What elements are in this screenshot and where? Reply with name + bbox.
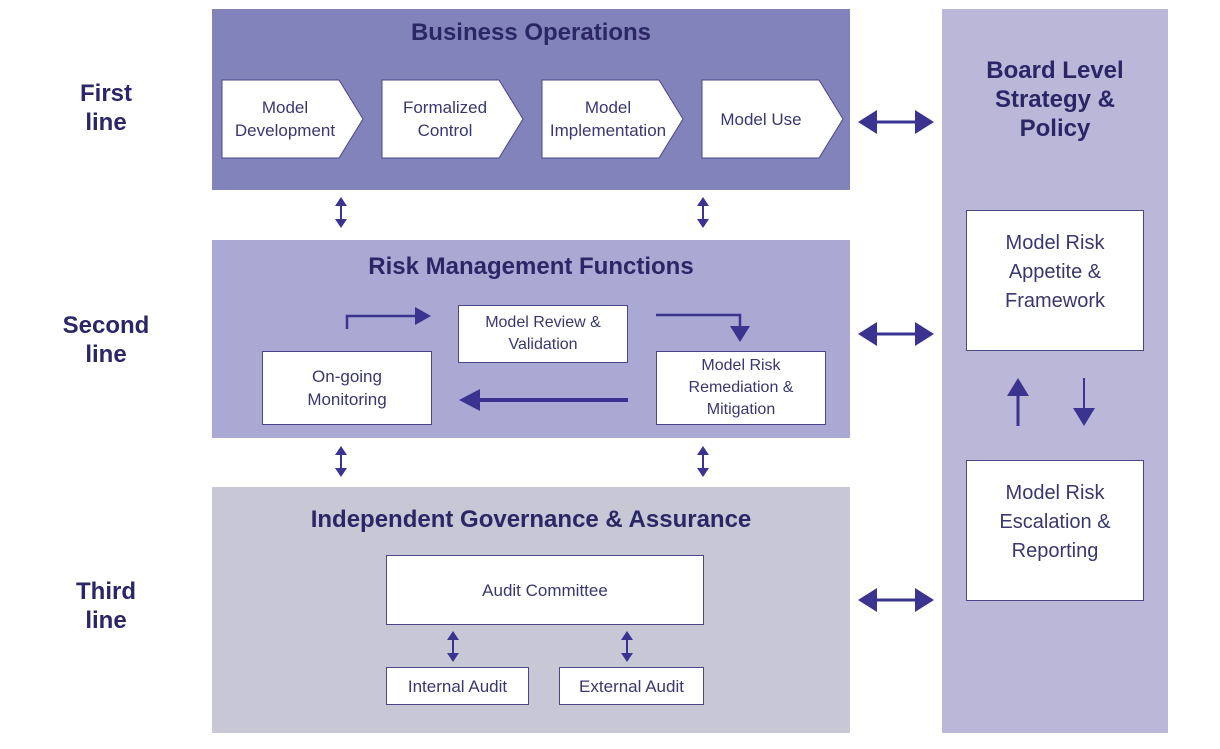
second-line-text: Second line [62,312,150,368]
updown-arrow-icon [621,631,633,662]
updown-arrow-icon [697,197,709,228]
chevron-shape [381,79,524,159]
cycle-arrow-right-icon [345,307,431,329]
leftright-arrow-icon [858,588,934,612]
model-review-label: Model Review & Validation [485,314,601,353]
cycle-arrow-down-icon [656,313,750,342]
monitoring-label: On-going Monitoring [307,367,387,409]
leftright-arrow-icon [858,110,934,134]
risk-management-panel: Risk Management Functions Model Review &… [212,240,850,438]
step-label: Formalized Control [402,98,488,140]
risk-management-title: Risk Management Functions [368,253,694,280]
risk-escalation-label: Model Risk Escalation & Reporting [999,482,1111,562]
audit-committee-label: Audit Committee [482,580,608,600]
business-operations-title: Business Operations [410,19,652,46]
governance-title: Independent Governance & Assurance [310,506,752,533]
remediation-box[interactable]: Model Risk Remediation & Mitigation [656,351,826,425]
governance-panel: Independent Governance & Assurance Audit… [212,487,850,733]
internal-audit-box[interactable]: Internal Audit [386,667,529,705]
chevron-shape [701,79,844,159]
model-review-box[interactable]: Model Review & Validation [458,305,628,363]
business-operations-panel: Business Operations Model Development Fo… [212,9,850,190]
up-arrow-icon [1007,378,1029,426]
board-panel: Board Level Strategy & Policy Model Risk… [942,9,1168,733]
board-title: Board Level Strategy & Policy [986,57,1124,142]
down-arrow-icon [1073,378,1095,426]
step-label: Model Implementation [549,98,667,140]
remediation-label: Model Risk Remediation & Mitigation [688,357,794,418]
external-audit-label: External Audit [579,676,684,696]
step-label: Model Use [720,109,802,129]
risk-escalation-box[interactable]: Model Risk Escalation & Reporting [966,460,1144,601]
monitoring-box[interactable]: On-going Monitoring [262,351,432,425]
updown-arrow-icon [447,631,459,662]
risk-appetite-box[interactable]: Model Risk Appetite & Framework [966,210,1144,351]
internal-audit-label: Internal Audit [407,676,508,696]
third-line-text: Third line [76,578,136,634]
updown-arrow-icon [697,446,709,477]
step-formalized-control[interactable]: Formalized Control [381,79,524,159]
step-model-implementation[interactable]: Model Implementation [541,79,684,159]
risk-appetite-label: Model Risk Appetite & Framework [1004,232,1105,312]
first-line-label: First line [36,79,176,137]
leftright-arrow-icon [858,322,934,346]
step-model-development[interactable]: Model Development [221,79,364,159]
chevron-shape [221,79,364,159]
step-model-use[interactable]: Model Use [701,79,844,159]
audit-committee-box[interactable]: Audit Committee [386,555,704,625]
cycle-arrow-left-icon [459,389,628,411]
first-line-text: First line [79,80,132,136]
second-line-label: Second line [36,311,176,369]
step-label: Model Development [234,98,336,140]
third-line-label: Third line [36,577,176,635]
updown-arrow-icon [335,446,347,477]
external-audit-box[interactable]: External Audit [559,667,704,705]
chevron-shape [541,79,684,159]
updown-arrow-icon [335,197,347,228]
